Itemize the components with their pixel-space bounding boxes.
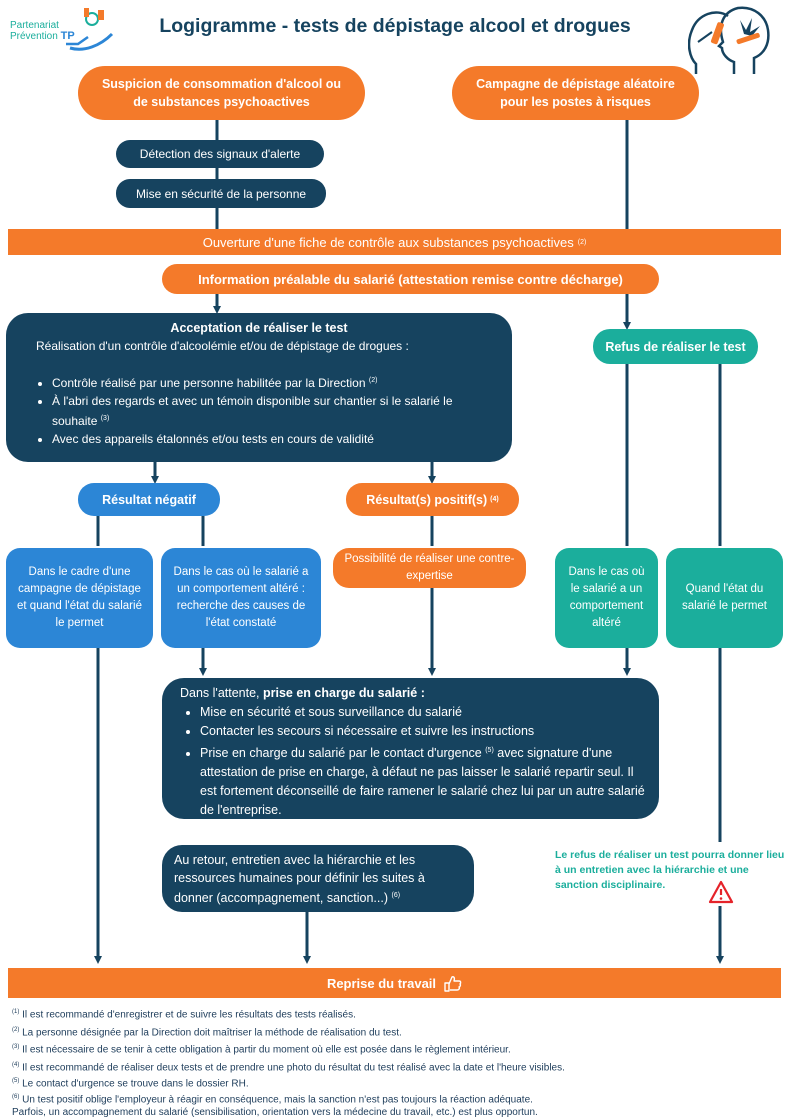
list-item: Contrôle réalisé par une personne habili… bbox=[52, 372, 498, 393]
pos-expertise-card: Possibilité de réaliser une contre-exper… bbox=[333, 548, 526, 588]
acceptation-list: Contrôle réalisé par une personne habili… bbox=[20, 372, 498, 448]
footnote: (5) Le contact d'urgence se trouve dans … bbox=[12, 1077, 249, 1090]
detection-box: Détection des signaux d'alerte bbox=[116, 140, 324, 168]
footnote: (2) La personne désignée par la Directio… bbox=[12, 1026, 402, 1039]
positif-ref: (4) bbox=[490, 496, 499, 503]
footnote: (3) Il est nécessaire de se tenir à cett… bbox=[12, 1044, 511, 1056]
refus-altered-text: Dans le cas où le salarié a un comportem… bbox=[568, 566, 645, 629]
footnote: (6) Un test positif oblige l'employeur à… bbox=[12, 1093, 533, 1105]
campaign-box: Campagne de dépistage aléatoire pour les… bbox=[452, 66, 699, 120]
information-label: Information préalable du salarié (attest… bbox=[198, 271, 623, 287]
list-item: Prise en charge du salarié par le contac… bbox=[200, 741, 645, 820]
footnotes: (1) Il est recommandé d'enregistrer et d… bbox=[12, 1006, 782, 1120]
information-box: Information préalable du salarié (attest… bbox=[162, 264, 659, 294]
detection-label: Détection des signaux d'alerte bbox=[139, 147, 301, 161]
negatif-box: Résultat négatif bbox=[78, 483, 220, 516]
neg-altered-text: Dans le cas où le salarié a un comportem… bbox=[173, 566, 309, 629]
securite-box: Mise en sécurité de la personne bbox=[116, 179, 326, 208]
refus-altered-card: Dans le cas où le salarié a un comportem… bbox=[555, 548, 658, 648]
list-item: Mise en sécurité et sous surveillance du… bbox=[200, 703, 645, 722]
negatif-label: Résultat négatif bbox=[102, 492, 196, 507]
prise-list: Mise en sécurité et sous surveillance du… bbox=[176, 703, 645, 820]
prise-en-charge-box: Dans l'attente, prise en charge du salar… bbox=[162, 678, 659, 819]
page-title: Logigramme - tests de dépistage alcool e… bbox=[159, 15, 631, 37]
acceptation-title: Acceptation de réaliser le test bbox=[170, 321, 348, 335]
list-item: À l'abri des regards et avec un témoin d… bbox=[52, 393, 498, 431]
campaign-label: Campagne de dépistage aléatoire pour les… bbox=[476, 77, 675, 109]
neg-altered-card: Dans le cas où le salarié a un comportem… bbox=[161, 548, 321, 648]
prise-intro: Dans l'attente, prise en charge du salar… bbox=[180, 686, 425, 700]
logo: Partenariat Prévention TP bbox=[8, 4, 123, 54]
list-item: Avec des appareils étalonnés et/ou tests… bbox=[52, 431, 498, 449]
logo-graphic bbox=[66, 8, 114, 51]
acceptation-box: Acceptation de réaliser le test Réalisat… bbox=[6, 313, 512, 462]
suspicion-box: Suspicion de consommation d'alcool ou de… bbox=[78, 66, 365, 120]
refus-note: Le refus de réaliser un test pourra donn… bbox=[555, 849, 785, 891]
ouverture-band: Ouverture d'une fiche de contrôle aux su… bbox=[8, 229, 781, 255]
reprise-band: Reprise du travail bbox=[8, 968, 781, 998]
logo-line2: Prévention bbox=[10, 31, 58, 42]
refus-ok-text: Quand l'état du salarié le permet bbox=[681, 583, 767, 612]
warning-icon bbox=[708, 880, 734, 904]
refus-ok-card: Quand l'état du salarié le permet bbox=[666, 548, 783, 648]
reprise-label: Reprise du travail bbox=[326, 975, 437, 991]
footnote: (4) Il est recommandé de réaliser deux t… bbox=[12, 1062, 565, 1074]
acceptation-intro: Réalisation d'un contrôle d'alcoolémie e… bbox=[36, 338, 409, 353]
refus-box: Refus de réaliser le test bbox=[593, 329, 758, 364]
positif-box: Résultat(s) positif(s) (4) bbox=[346, 483, 519, 516]
logo-tp: TP bbox=[60, 30, 75, 42]
retour-ref: (6) bbox=[391, 892, 401, 899]
positif-label: Résultat(s) positif(s) bbox=[366, 492, 488, 507]
pos-expertise-text: Possibilité de réaliser une contre-exper… bbox=[344, 553, 515, 582]
refus-label: Refus de réaliser le test bbox=[605, 339, 746, 354]
neg-campaign-card: Dans le cadre d'une campagne de dépistag… bbox=[6, 548, 153, 648]
heads-icon bbox=[687, 4, 780, 76]
footnote-extra: Parfois, un accompagnement du salarié (s… bbox=[12, 1107, 538, 1119]
thumbs-up-icon bbox=[444, 975, 462, 992]
logo-line1: Partenariat bbox=[10, 20, 59, 31]
footnote: (1) Il est recommandé d'enregistrer et d… bbox=[12, 1009, 356, 1021]
list-item: Contacter les secours si nécessaire et s… bbox=[200, 722, 645, 741]
retour-box: Au retour, entretien avec la hiérarchie … bbox=[162, 845, 474, 912]
retour-text: Au retour, entretien avec la hiérarchie … bbox=[174, 853, 425, 906]
ouverture-ref: (2) bbox=[577, 238, 587, 246]
securite-label: Mise en sécurité de la personne bbox=[135, 186, 307, 201]
ouverture-label: Ouverture d'une fiche de contrôle aux su… bbox=[202, 234, 574, 250]
neg-campaign-text: Dans le cadre d'une campagne de dépistag… bbox=[17, 566, 142, 629]
suspicion-label: Suspicion de consommation d'alcool ou de… bbox=[101, 77, 342, 109]
